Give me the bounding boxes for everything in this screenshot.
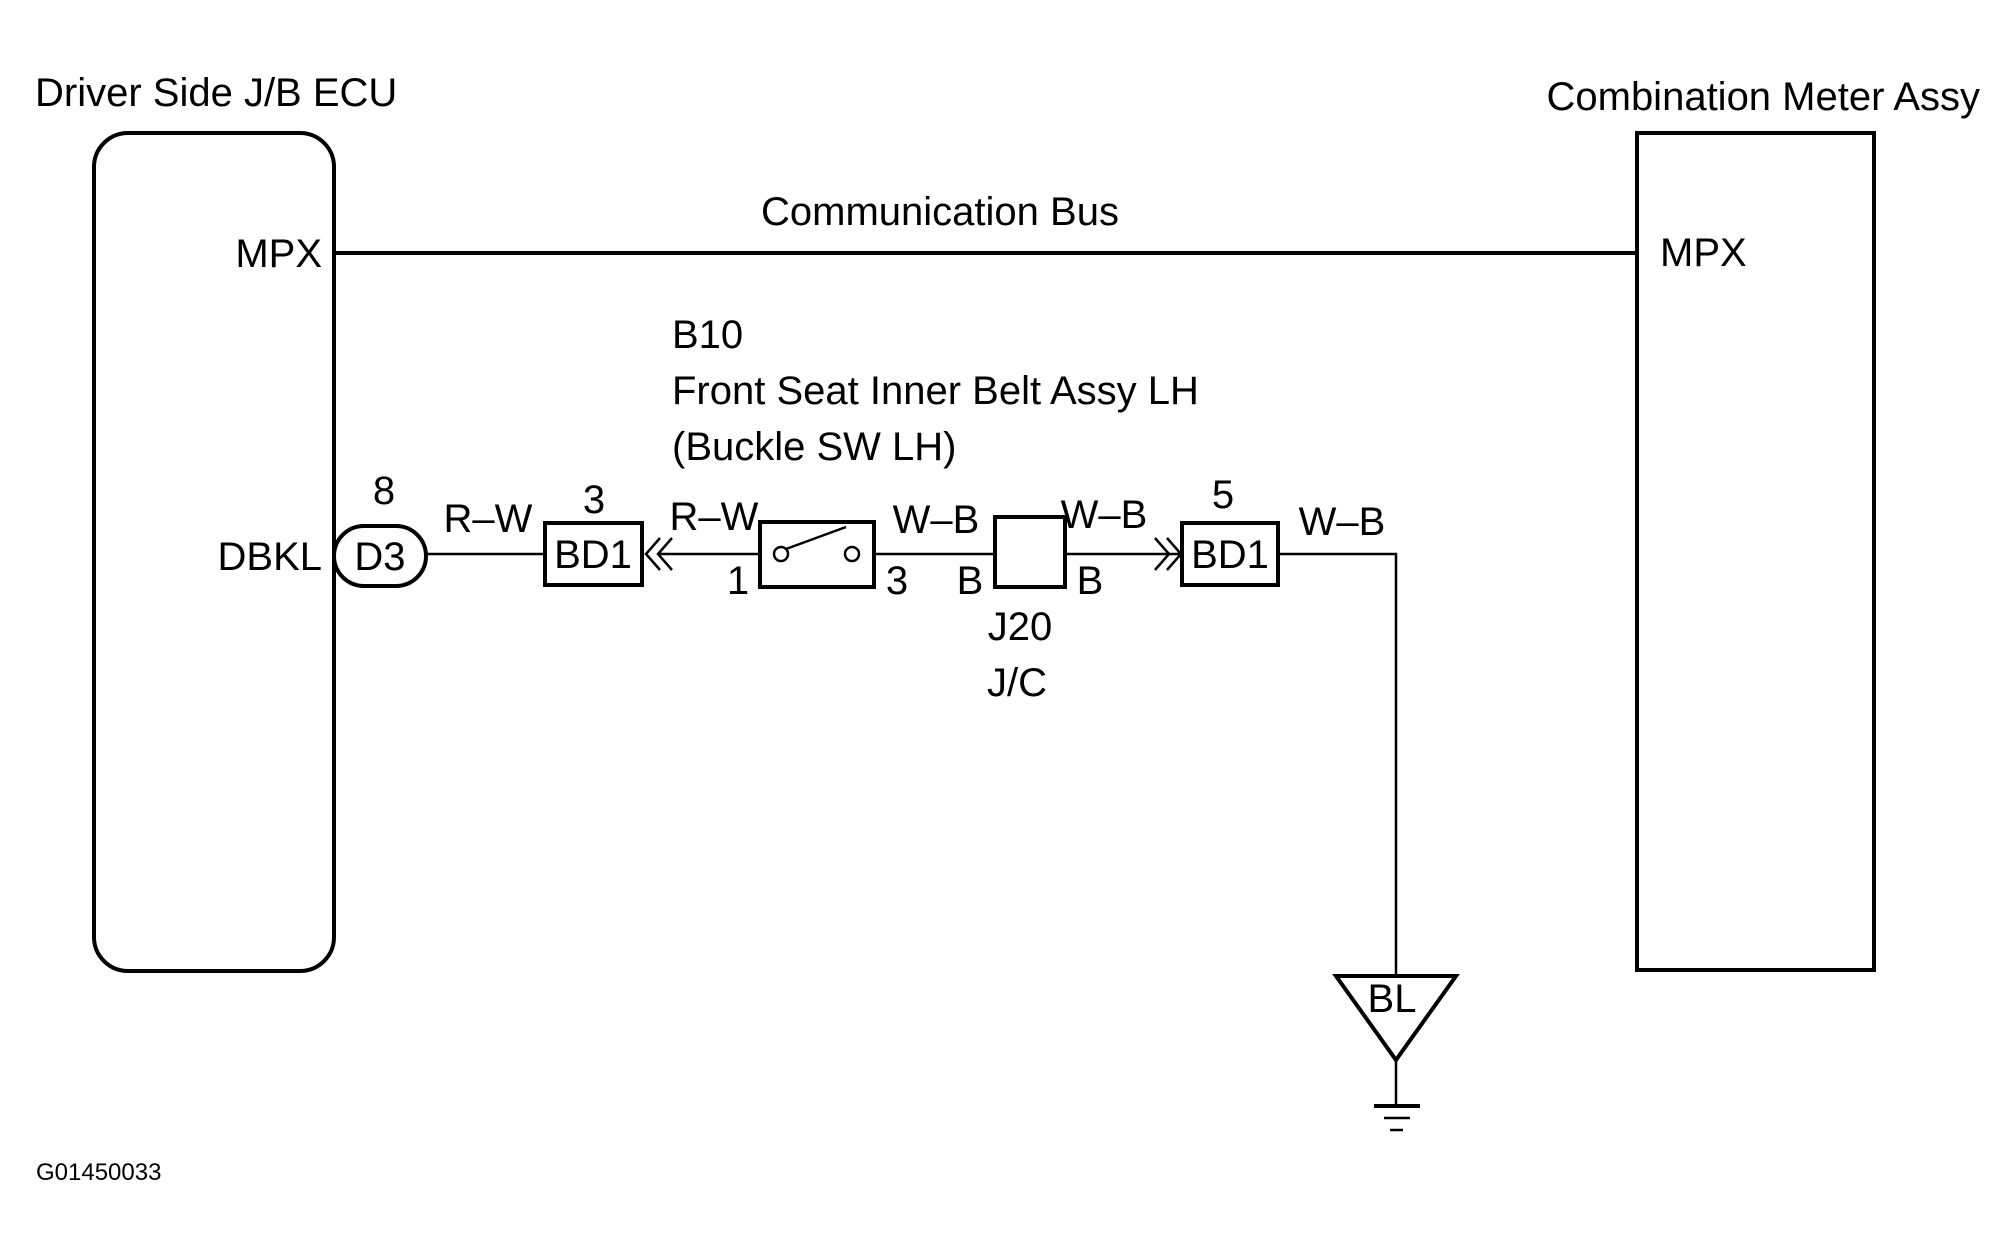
wire-label-4: W–B <box>1061 493 1148 537</box>
switch-blade <box>785 525 847 551</box>
chevron-left-1 <box>644 537 661 571</box>
ecu-dbkl-label: DBKL <box>218 535 323 579</box>
connector-d3 <box>332 524 428 588</box>
ecu-title: Driver Side J/B ECU <box>35 71 397 115</box>
wire-label-2: R–W <box>670 495 759 539</box>
switch-contact-left <box>772 545 790 563</box>
connector-bd1-left-name: BD1 <box>554 533 632 577</box>
wire-label-5: W–B <box>1299 500 1386 544</box>
junction-j20 <box>993 515 1067 589</box>
junction-type: J/C <box>987 661 1047 705</box>
junction-pin-left: B <box>957 559 984 603</box>
chevron-left-2 <box>656 537 673 571</box>
switch-pin-out: 3 <box>886 559 908 603</box>
component-sub: (Buckle SW LH) <box>672 425 957 469</box>
ecu-mpx-label: MPX <box>235 232 322 276</box>
component-name: Front Seat Inner Belt Assy LH <box>672 369 1199 413</box>
wire-label-1: R–W <box>444 497 533 541</box>
meter-mpx-label: MPX <box>1660 231 1747 275</box>
connector-bd1-right-pin: 5 <box>1212 473 1234 517</box>
figure-id: G01450033 <box>36 1159 161 1186</box>
chevron-right-1 <box>1154 537 1171 571</box>
ground-point-bl <box>1332 974 1460 1064</box>
wire-bd1-ground <box>1278 552 1398 976</box>
connector-bd1-left <box>543 521 644 587</box>
wire-label-3: W–B <box>893 498 980 542</box>
connector-bd1-right-name: BD1 <box>1191 533 1269 577</box>
bus-label: Communication Bus <box>761 190 1119 234</box>
switch-contact-right <box>843 545 861 563</box>
switch-pin-in: 1 <box>727 559 749 603</box>
meter-title: Combination Meter Assy <box>1546 75 1980 119</box>
junction-code: J20 <box>988 605 1053 649</box>
junction-pin-right: B <box>1077 559 1104 603</box>
connector-d3-pin: 8 <box>373 469 395 513</box>
connector-d3-name: D3 <box>354 535 405 579</box>
ground-label: BL <box>1368 977 1417 1021</box>
meter-box <box>1635 131 1876 972</box>
component-code: B10 <box>672 313 743 357</box>
connector-bd1-right <box>1180 521 1280 587</box>
connector-bd1-left-pin: 3 <box>583 478 605 522</box>
